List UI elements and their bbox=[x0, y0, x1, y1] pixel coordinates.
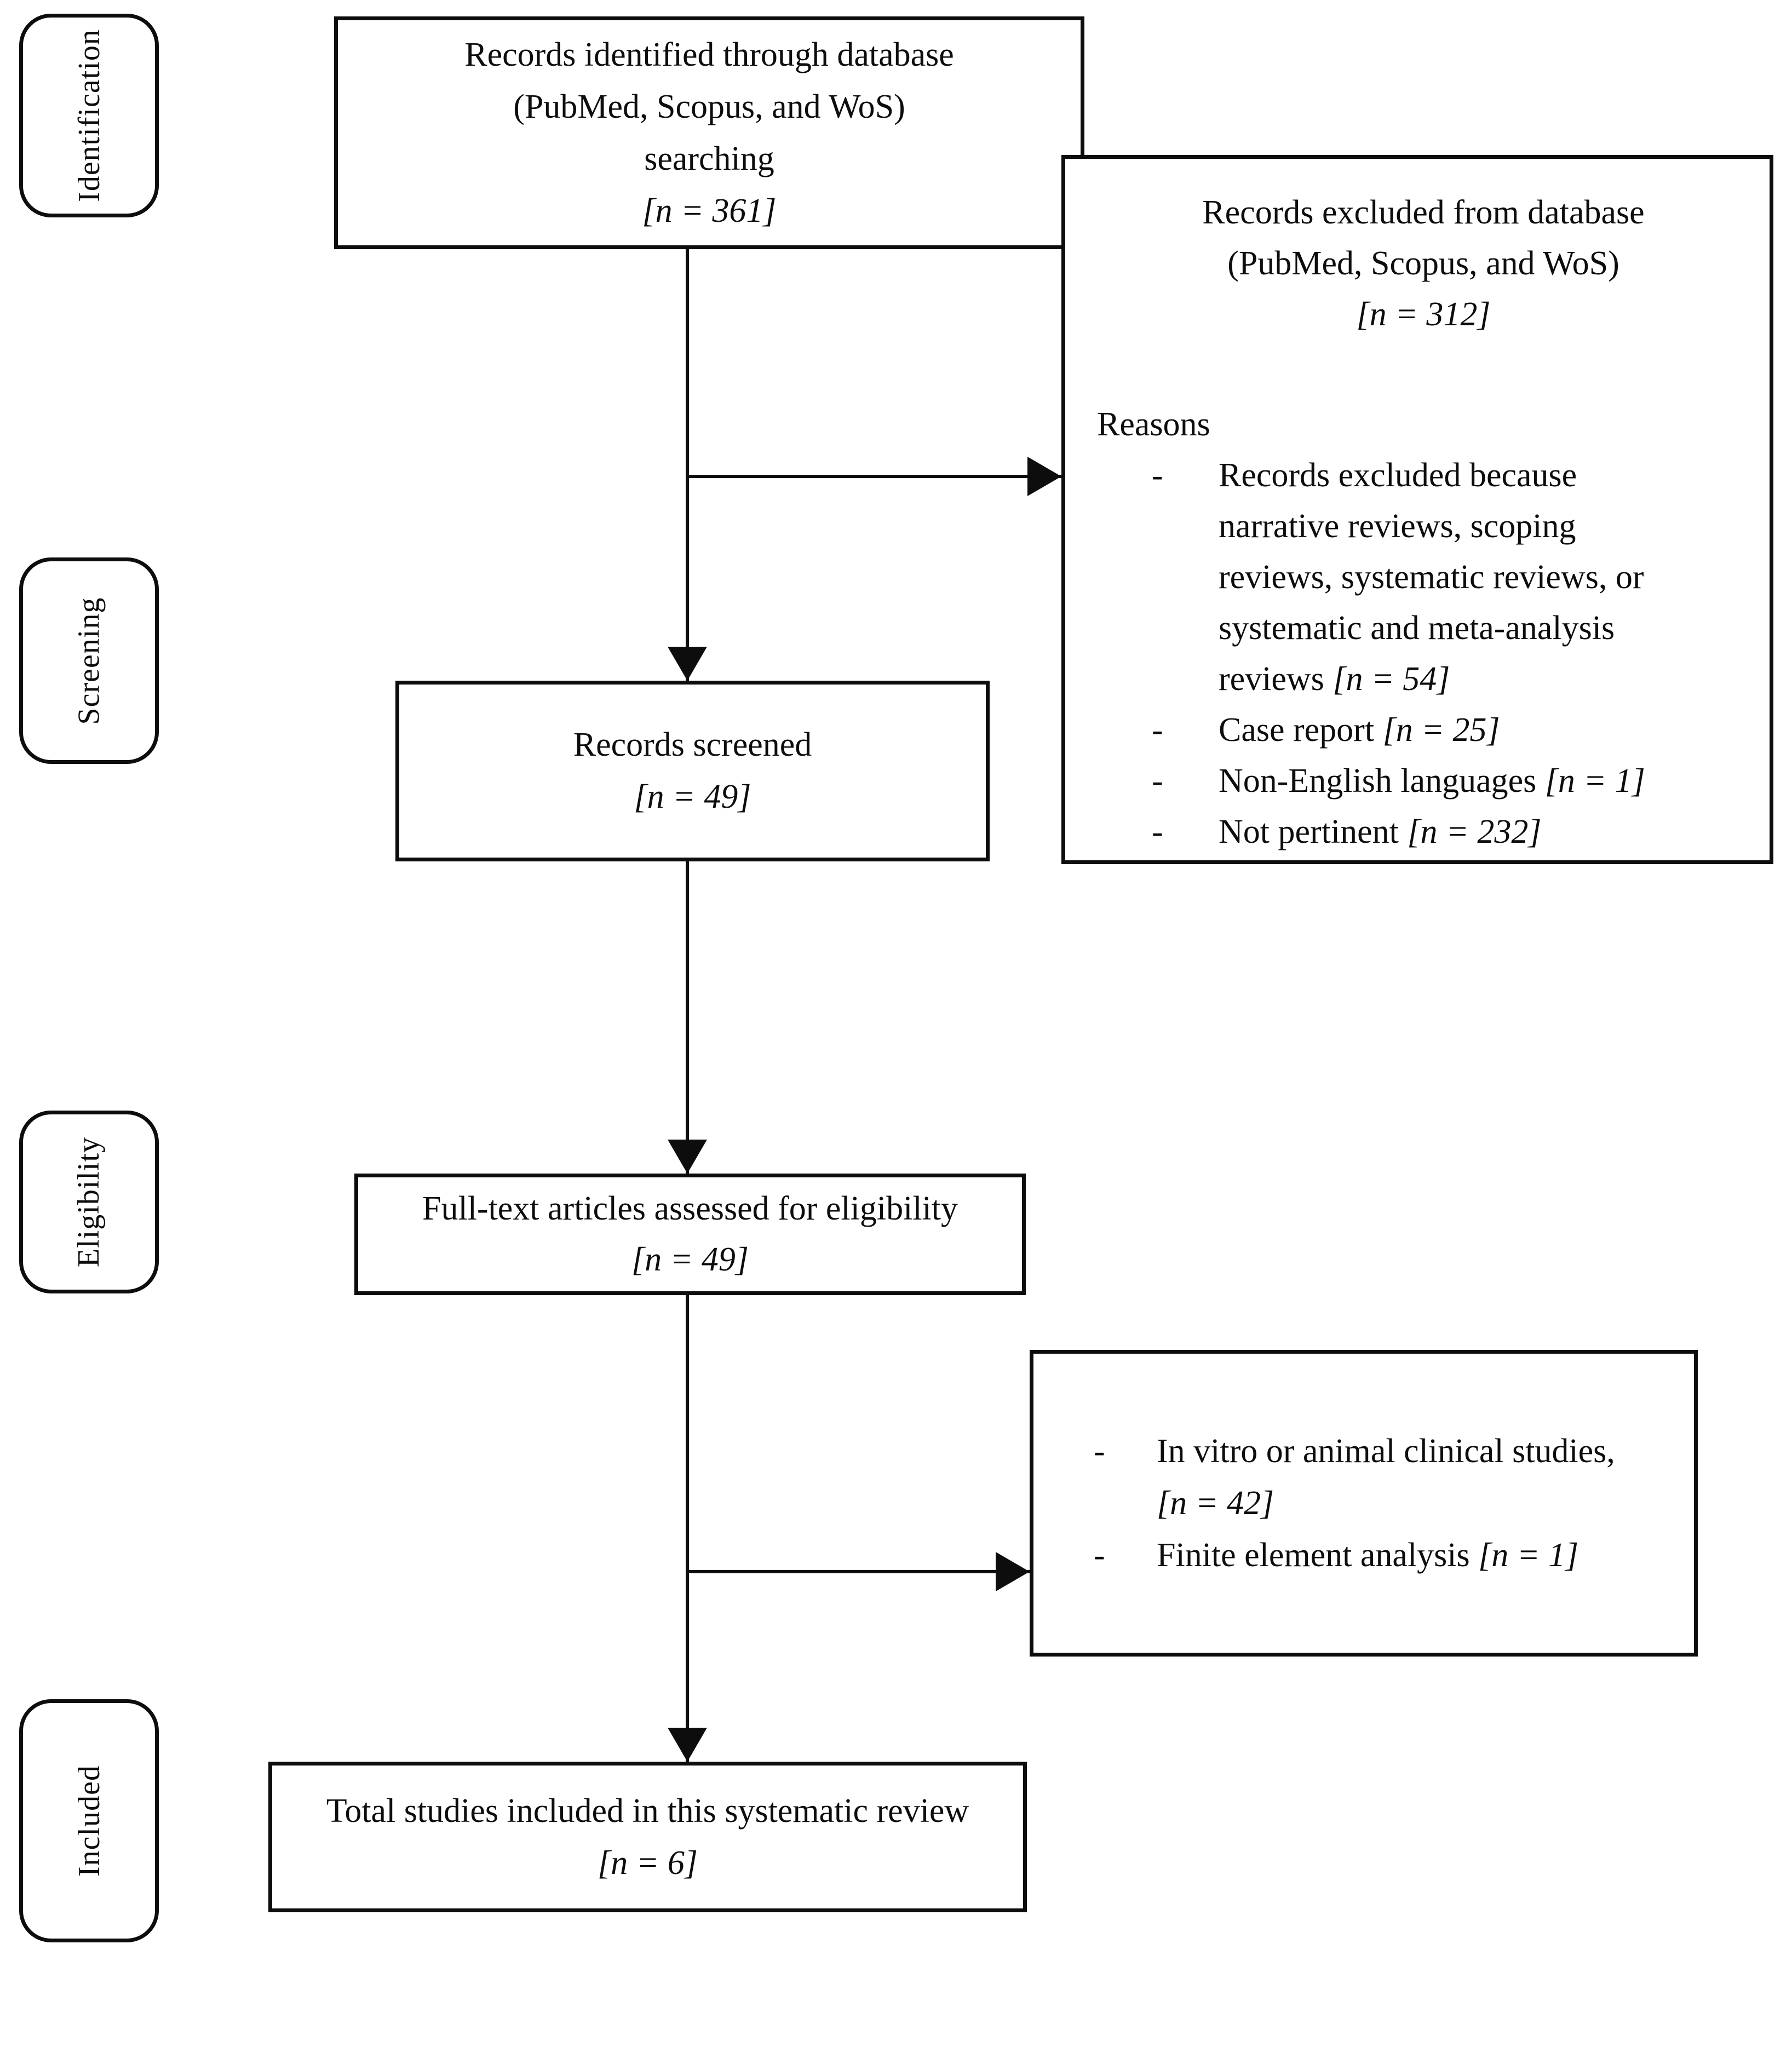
records-identified-line1: Records identified through database bbox=[464, 36, 954, 73]
box-records-screened: Records screened [n = 49] bbox=[395, 681, 990, 861]
excluded-database-line2: (PubMed, Scopus, and WoS) bbox=[1227, 245, 1619, 282]
arrowhead-into-fulltext bbox=[668, 1140, 707, 1174]
exclusion-reason-item: - Not pertinent [n = 232] bbox=[1097, 807, 1750, 858]
reason1-count: [n = 54] bbox=[1332, 660, 1450, 698]
dash-marker: - bbox=[1152, 711, 1163, 749]
reason1-line1: Records excluded because bbox=[1219, 457, 1577, 494]
records-identified-count: [n = 361] bbox=[642, 192, 777, 229]
arrowhead-into-excluded-database bbox=[1027, 457, 1061, 496]
fulltext-reason2-text: Finite element analysis bbox=[1157, 1536, 1479, 1574]
records-identified-line3: searching bbox=[644, 140, 774, 177]
exclusion-reason-item: - Case report [n = 25] bbox=[1097, 705, 1750, 756]
exclusion-reason-item: - Non-English languages [n = 1] bbox=[1097, 756, 1750, 807]
reason4-count: [n = 232] bbox=[1407, 813, 1542, 850]
box-fulltext-assessed: Full-text articles assessed for eligibil… bbox=[354, 1174, 1026, 1295]
dash-marker: - bbox=[1094, 1432, 1105, 1470]
stage-label-eligibility-text: Eligibility bbox=[72, 1136, 106, 1268]
flow-line-to-fulltext-excluded bbox=[687, 1570, 1030, 1573]
stage-label-included: Included bbox=[19, 1699, 159, 1942]
fulltext-reason2-count: [n = 1] bbox=[1478, 1536, 1579, 1574]
stage-label-screening: Screening bbox=[19, 557, 159, 764]
reason1-line5: reviews [n = 54] bbox=[1219, 660, 1450, 698]
reason3-text: Non-English languages bbox=[1219, 762, 1545, 800]
exclusion-reason-item: - Records excluded because narrative rev… bbox=[1097, 450, 1750, 705]
fulltext-assessed-count: [n = 49] bbox=[631, 1241, 749, 1278]
fulltext-exclusion-item: - In vitro or animal clinical studies, [… bbox=[1055, 1425, 1678, 1529]
box-records-excluded-database: Records excluded from database (PubMed, … bbox=[1061, 155, 1773, 864]
records-screened-count: [n = 49] bbox=[634, 778, 751, 815]
records-identified-line2: (PubMed, Scopus, and WoS) bbox=[513, 88, 905, 125]
total-included-count: [n = 6] bbox=[597, 1844, 698, 1882]
fulltext-assessed-line1: Full-text articles assessed for eligibil… bbox=[422, 1190, 958, 1227]
flow-line-fulltext-to-included bbox=[686, 1295, 689, 1762]
dash-marker: - bbox=[1152, 813, 1163, 850]
arrowhead-into-included bbox=[668, 1728, 707, 1762]
flow-line-screened-to-fulltext bbox=[686, 861, 689, 1174]
reason2-text: Case report bbox=[1219, 711, 1383, 749]
reason2-count: [n = 25] bbox=[1382, 711, 1500, 749]
reason4-text: Not pertinent bbox=[1219, 813, 1408, 850]
reason1-line2: narrative reviews, scoping bbox=[1219, 508, 1576, 545]
dash-marker: - bbox=[1152, 457, 1163, 494]
reason3-count: [n = 1] bbox=[1544, 762, 1645, 800]
dash-marker: - bbox=[1094, 1536, 1105, 1574]
fulltext-reason1-count: [n = 42] bbox=[1157, 1484, 1274, 1522]
reason1-line3: reviews, systematic reviews, or bbox=[1219, 559, 1644, 596]
stage-label-identification: Identification bbox=[19, 14, 159, 217]
excluded-database-line1: Records excluded from database bbox=[1202, 194, 1645, 231]
fulltext-exclusion-item: - Finite element analysis [n = 1] bbox=[1055, 1529, 1678, 1582]
box-records-identified: Records identified through database (Pub… bbox=[334, 16, 1084, 249]
stage-label-screening-text: Screening bbox=[72, 597, 106, 724]
dash-marker: - bbox=[1152, 762, 1163, 800]
reasons-heading: Reasons bbox=[1097, 406, 1210, 443]
box-total-included: Total studies included in this systemati… bbox=[268, 1762, 1027, 1912]
box-fulltext-excluded: - In vitro or animal clinical studies, [… bbox=[1030, 1350, 1698, 1657]
flow-line-to-excluded-database bbox=[687, 475, 1061, 478]
stage-label-eligibility: Eligibility bbox=[19, 1111, 159, 1293]
reason1-line4: systematic and meta-analysis bbox=[1219, 609, 1615, 647]
arrowhead-into-fulltext-excluded bbox=[996, 1552, 1030, 1591]
fulltext-reason1-text: In vitro or animal clinical studies, bbox=[1157, 1432, 1615, 1470]
stage-label-identification-text: Identification bbox=[72, 29, 106, 202]
excluded-database-count: [n = 312] bbox=[1356, 296, 1491, 333]
total-included-line1: Total studies included in this systemati… bbox=[326, 1792, 969, 1830]
records-screened-line1: Records screened bbox=[573, 726, 812, 763]
arrowhead-into-screened bbox=[668, 647, 707, 681]
stage-label-included-text: Included bbox=[72, 1765, 106, 1877]
flow-line-identified-to-screened bbox=[686, 249, 689, 681]
